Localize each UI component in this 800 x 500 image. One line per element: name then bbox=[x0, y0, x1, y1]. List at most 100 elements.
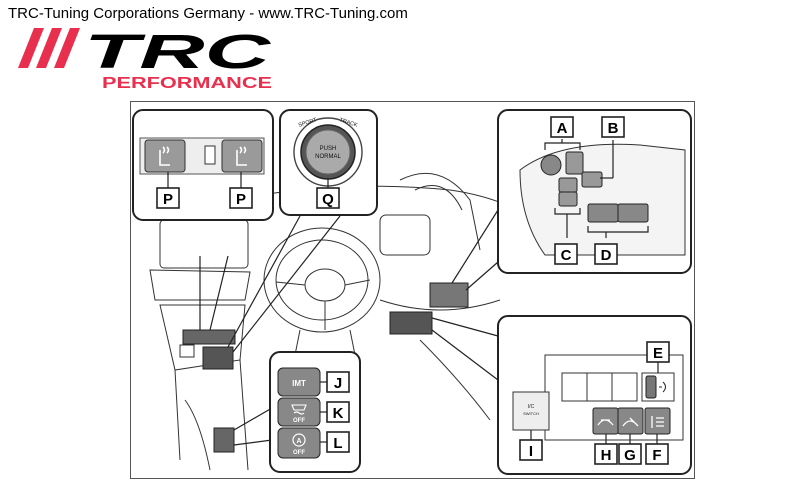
svg-text:P: P bbox=[163, 191, 173, 208]
seat-heater-right-button[interactable] bbox=[221, 139, 263, 173]
defogger-icon bbox=[597, 419, 614, 426]
rear-fog-button[interactable] bbox=[644, 407, 671, 435]
window-switch-2[interactable] bbox=[617, 203, 649, 223]
a-off-label: OFF bbox=[293, 450, 305, 456]
windshield-pillar bbox=[399, 172, 481, 251]
trc-logo: TRC PERFORMANCE bbox=[18, 28, 273, 92]
logo-stripe-2 bbox=[36, 28, 62, 68]
mirror-switch-block bbox=[429, 282, 469, 308]
instrument-cluster bbox=[379, 214, 431, 256]
svg-text:J: J bbox=[334, 375, 342, 392]
seat-heater-icon bbox=[236, 146, 247, 166]
svg-text:D: D bbox=[601, 247, 612, 264]
auto-stop-icon-letter: A bbox=[296, 438, 301, 445]
idle-stop-label: I/C bbox=[528, 404, 535, 410]
steering-spoke-left bbox=[275, 281, 306, 286]
callout-line bbox=[209, 255, 229, 331]
vsc-off-label: OFF bbox=[293, 418, 305, 424]
steering-wheel-outer bbox=[263, 227, 381, 333]
svg-text:F: F bbox=[652, 447, 661, 464]
rear-defogger-button[interactable] bbox=[592, 407, 619, 435]
auto-stop-icon bbox=[292, 433, 306, 447]
idle-stop-switch[interactable] bbox=[512, 391, 550, 431]
window-lock-switch-2[interactable] bbox=[558, 191, 578, 207]
callout-line bbox=[232, 215, 341, 353]
mirror-select-switch[interactable] bbox=[565, 151, 584, 175]
window-switch-1[interactable] bbox=[587, 203, 619, 223]
label-J: J bbox=[326, 371, 350, 393]
vent-left bbox=[149, 269, 251, 301]
fog-light-icon bbox=[651, 416, 664, 428]
idle-stop-label: SWITCH bbox=[523, 411, 539, 416]
start-button-sport: SPORT bbox=[298, 117, 318, 129]
svg-text:K: K bbox=[333, 405, 344, 422]
svg-text:L: L bbox=[333, 435, 342, 452]
svg-text:Q: Q bbox=[322, 191, 334, 208]
logo-stripe-3 bbox=[54, 28, 80, 68]
label-A: A bbox=[550, 116, 574, 138]
label-B: B bbox=[601, 116, 625, 138]
vsc-icon bbox=[291, 404, 307, 415]
logo-wordmark: TRC bbox=[84, 28, 273, 79]
blank-switch-1 bbox=[561, 372, 588, 402]
label-H: H bbox=[594, 443, 618, 465]
blank-switch-2 bbox=[586, 372, 613, 402]
svg-text:P: P bbox=[236, 191, 246, 208]
label-P-right: P bbox=[229, 187, 253, 209]
callout-line bbox=[233, 439, 273, 446]
svg-text:E: E bbox=[653, 345, 663, 362]
header-title: TRC-Tuning Corporations Germany - www.TR… bbox=[8, 5, 408, 22]
headlight-level-dial[interactable] bbox=[645, 375, 657, 399]
windshield-pillar-2 bbox=[414, 185, 463, 211]
svg-text:G: G bbox=[624, 447, 636, 464]
drive-mode-dial bbox=[202, 346, 234, 370]
label-Q: Q bbox=[316, 187, 340, 209]
window-lock-switch[interactable] bbox=[558, 177, 578, 193]
label-E: E bbox=[646, 341, 670, 363]
seat-heater-left-button[interactable] bbox=[144, 139, 186, 173]
mirror-fold-switch[interactable] bbox=[581, 171, 603, 188]
label-P-left: P bbox=[156, 187, 180, 209]
a-off-button[interactable] bbox=[277, 427, 321, 459]
lower-panel-right bbox=[419, 339, 491, 421]
console-small-button bbox=[179, 344, 195, 358]
blank-switch-3 bbox=[611, 372, 638, 402]
steering-hub bbox=[304, 268, 346, 302]
svg-text:A: A bbox=[557, 120, 568, 137]
start-button-normal: NORMAL bbox=[315, 154, 341, 160]
callout-line bbox=[233, 407, 273, 431]
svg-text:H: H bbox=[601, 447, 612, 464]
svg-text:C: C bbox=[561, 247, 572, 264]
start-button-push: PUSH bbox=[320, 146, 337, 152]
headlight-level-icon bbox=[659, 381, 666, 393]
dash-lower-right bbox=[379, 299, 501, 311]
start-button-face bbox=[305, 129, 351, 175]
callout-line bbox=[431, 329, 499, 381]
bracket-A bbox=[544, 139, 581, 150]
callout-line bbox=[451, 209, 499, 284]
imt-label: IMT bbox=[292, 379, 306, 388]
logo-subtitle: PERFORMANCE bbox=[102, 75, 272, 92]
steering-spoke-right bbox=[344, 279, 371, 286]
diagram-frame bbox=[130, 101, 695, 479]
center-screen bbox=[159, 219, 249, 269]
label-C: C bbox=[554, 243, 578, 265]
svg-text:B: B bbox=[608, 120, 619, 137]
door-armrest bbox=[519, 143, 686, 256]
callout-line bbox=[227, 215, 301, 348]
bracket-D bbox=[587, 226, 649, 238]
bracket-C bbox=[554, 208, 581, 238]
seat-heater-icon bbox=[159, 146, 170, 166]
wiper-icon bbox=[622, 417, 639, 427]
label-F: F bbox=[645, 443, 669, 465]
mirror-adjust-knob[interactable] bbox=[540, 154, 562, 176]
console-lower bbox=[174, 359, 249, 471]
callout-line bbox=[431, 317, 499, 337]
label-L: L bbox=[326, 431, 350, 453]
instrument-switch-block bbox=[389, 311, 433, 335]
svg-text:I: I bbox=[529, 443, 533, 460]
label-K: K bbox=[326, 401, 350, 423]
label-G: G bbox=[618, 443, 642, 465]
seat-heater-strip bbox=[182, 329, 236, 345]
